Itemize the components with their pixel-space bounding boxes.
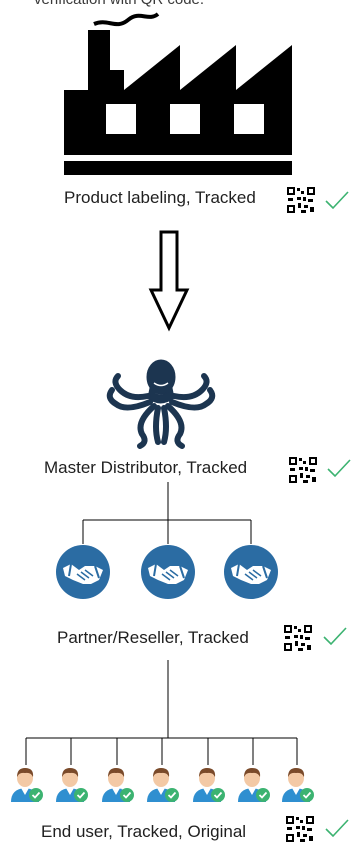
distributor-label: Master Distributor, Tracked: [44, 458, 248, 477]
partner-handshake-icon: [224, 545, 278, 599]
qr-code-icon: [288, 456, 318, 484]
qr-code-icon: [286, 186, 316, 214]
end-user-label: End user, Tracked, Original: [41, 822, 247, 841]
manufacturer-label: Product labeling, Tracked: [64, 188, 256, 207]
end-user-icon: [238, 768, 270, 802]
qr-code-icon: [283, 624, 313, 652]
qr-code-icon: [285, 815, 315, 843]
down-arrow-icon: [148, 230, 190, 332]
factory-icon: [64, 12, 292, 175]
check-icon: [325, 191, 349, 210]
check-icon: [327, 459, 351, 478]
end-user-icon: [56, 768, 88, 802]
partner-label: Partner/Reseller, Tracked: [57, 628, 249, 647]
check-icon: [323, 627, 347, 646]
end-user-icon: [147, 768, 179, 802]
partner-handshake-icon: [141, 545, 195, 599]
partner-handshake-icon: [56, 545, 110, 599]
end-user-icon: [11, 768, 43, 802]
end-user-icon: [102, 768, 134, 802]
end-user-icon: [193, 768, 225, 802]
octopus-icon: [106, 359, 216, 449]
header-text: verification with QR code.: [34, 0, 204, 8]
end-user-icon: [282, 768, 314, 802]
check-icon: [325, 819, 349, 838]
